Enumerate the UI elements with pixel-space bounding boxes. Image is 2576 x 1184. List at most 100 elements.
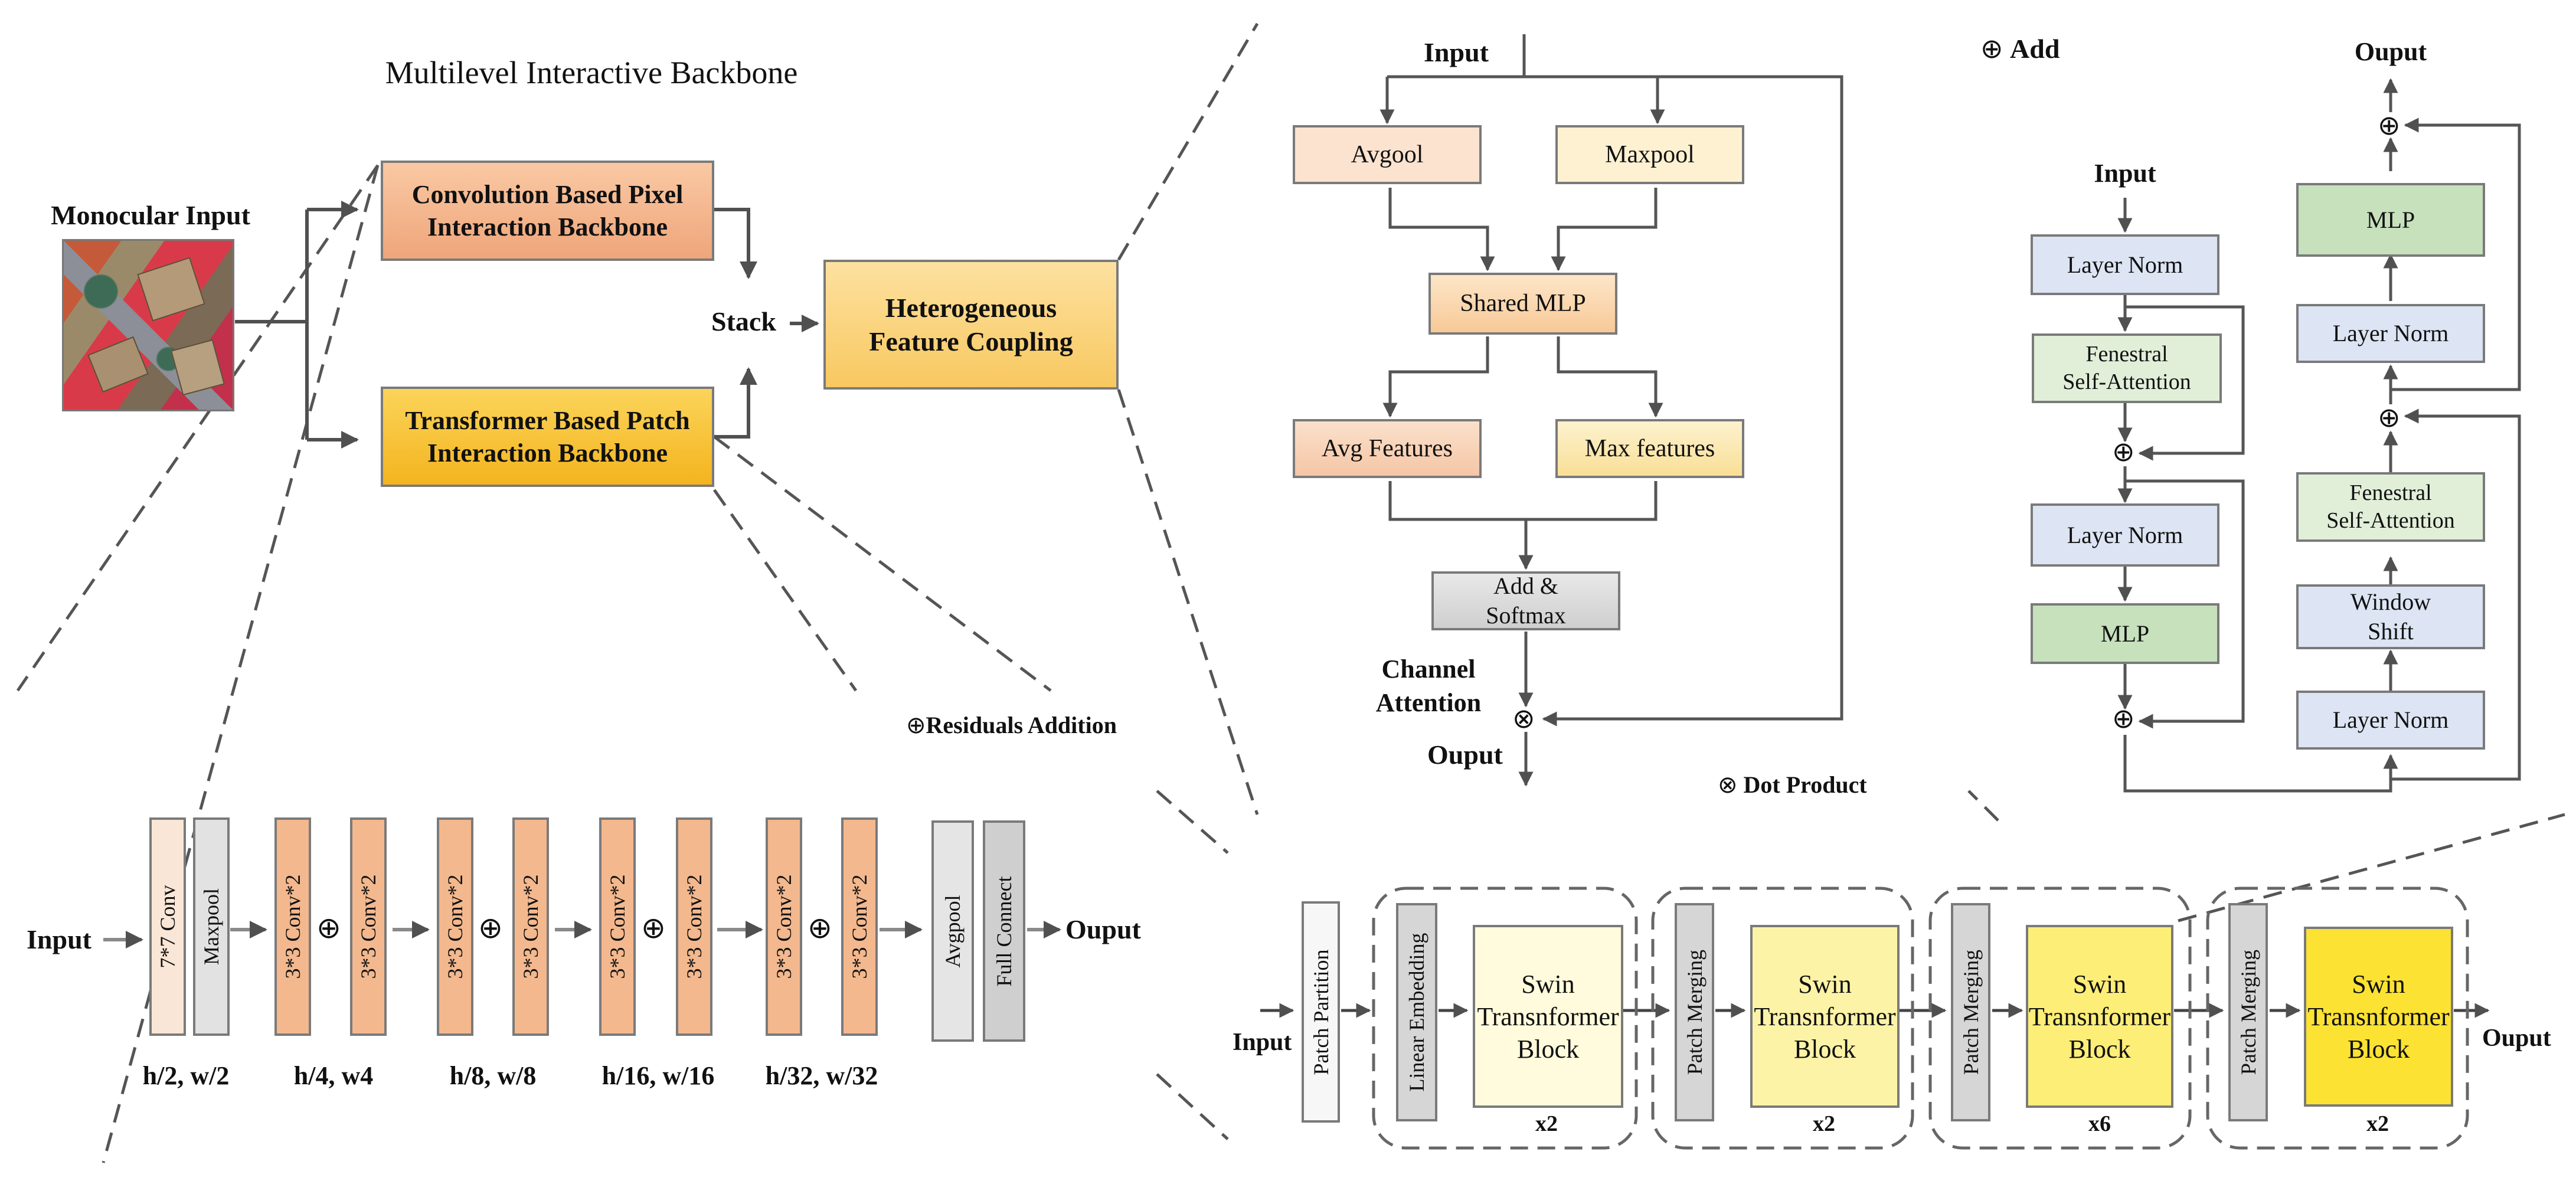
resolution-label-1: h/2, w/2 — [142, 1061, 230, 1090]
stem-conv-label: 7*7 Conv — [156, 885, 179, 969]
stem-maxpool-label: Maxpool — [200, 888, 223, 965]
residuals-icon: ⊕ — [906, 712, 926, 738]
full-connect-box: Full Connect — [983, 820, 1025, 1042]
residuals-legend-text: Residuals Addition — [926, 712, 1117, 738]
sb-left-layer-norm-1: Layer Norm — [2031, 234, 2219, 295]
resolution-label-4: h/16, w/16 — [601, 1061, 715, 1090]
conv-backbone-box: Convolution Based Pixel Interaction Back… — [381, 161, 714, 261]
sb-left-mlp: MLP — [2031, 603, 2219, 664]
resnet-output-label: Ouput — [1065, 914, 1141, 944]
channel-attention-label: Channel Attention — [1375, 655, 1482, 718]
maxpool-box: Maxpool — [1555, 125, 1744, 184]
stem-maxpool-box: Maxpool — [193, 817, 230, 1036]
dot-product-legend: ⊗ Dot Product — [1718, 771, 1867, 799]
channel-attention-connectors — [1379, 34, 1843, 787]
transformer-backbone-box: Transformer Based Patch Interaction Back… — [381, 387, 714, 487]
aerial-image — [62, 239, 234, 411]
add-legend-text: Add — [2010, 34, 2060, 64]
linear-embedding-label: Linear Embedding — [1405, 933, 1428, 1092]
roof-3 — [171, 339, 225, 396]
roof-1 — [137, 257, 205, 322]
sb-right-layer-norm-2: Layer Norm — [2296, 691, 2485, 750]
sb-left-layer-norm-2: Layer Norm — [2031, 503, 2219, 567]
conv-block-1a: 3*3 Conv*2 — [274, 817, 311, 1036]
residual-op-3: ⊕ — [641, 911, 666, 944]
residual-op-4: ⊕ — [808, 911, 832, 944]
avg-features-box: Avg Features — [1293, 419, 1482, 478]
conv-block-4a: 3*3 Conv*2 — [766, 817, 802, 1036]
monocular-input-label: Monocular Input — [51, 200, 250, 230]
resolution-label-5: h/32, w/32 — [765, 1061, 878, 1090]
patch-merging-box-2: Patch Merging — [1951, 903, 1990, 1121]
resnet-input-label: Input — [27, 924, 91, 954]
conv-block-1b-label: 3*3 Conv*2 — [357, 874, 380, 979]
sb-left-fenestral-attention: Fenestral Self-Attention — [2032, 333, 2222, 403]
stack-label: Stack — [711, 306, 776, 336]
sb-input-label: Input — [2094, 159, 2156, 188]
sb-output-label: Ouput — [2354, 37, 2427, 66]
patch-partition-box: Patch Partition — [1302, 901, 1340, 1123]
shared-mlp-box: Shared MLP — [1428, 273, 1617, 335]
resnet-connectors — [103, 921, 1061, 948]
patch-merging-label-2: Patch Merging — [1959, 949, 1983, 1075]
sb-add-op-4: ⊕ — [2378, 110, 2401, 140]
avgpool-head-box: Avgpool — [931, 820, 974, 1042]
patch-partition-label: Patch Partition — [1309, 949, 1333, 1075]
backbone-title: Multilevel Interactive Backbone — [385, 55, 798, 90]
sb-right-mlp: MLP — [2296, 183, 2485, 257]
repeat-stage-3: x6 — [2088, 1111, 2111, 1136]
sb-add-op-2: ⊕ — [2112, 704, 2135, 734]
conv-block-1b: 3*3 Conv*2 — [350, 817, 387, 1036]
backbone-connectors — [235, 201, 819, 449]
repeat-stage-4: x2 — [2366, 1111, 2389, 1136]
feature-coupling-box: Heterogeneous Feature Coupling — [823, 260, 1119, 390]
conv-block-3b: 3*3 Conv*2 — [676, 817, 712, 1036]
conv-block-4a-label: 3*3 Conv*2 — [772, 874, 796, 979]
swin-input-label: Input — [1233, 1029, 1292, 1056]
conv-block-4b: 3*3 Conv*2 — [841, 817, 878, 1036]
add-icon: ⊕ — [1980, 34, 2003, 64]
patch-merging-label-1: Patch Merging — [1682, 949, 1707, 1075]
patch-merging-box-3: Patch Merging — [2228, 903, 2268, 1121]
dot-product-icon: ⊗ — [1718, 771, 1738, 798]
conv-block-4b-label: 3*3 Conv*2 — [848, 874, 871, 979]
sb-right-layer-norm-1: Layer Norm — [2296, 304, 2485, 363]
conv-block-2a-label: 3*3 Conv*2 — [443, 874, 467, 979]
add-softmax-box: Add & Softmax — [1431, 571, 1620, 630]
resolution-label-3: h/8, w/8 — [449, 1061, 537, 1090]
avgpool-head-label: Avgpool — [941, 894, 965, 968]
max-features-box: Max features — [1555, 419, 1744, 478]
resolution-label-2: h/4, w4 — [293, 1061, 374, 1090]
swin-stage-frames — [1372, 887, 2469, 1150]
dot-product-op: ⊗ — [1512, 704, 1535, 734]
swin-block-stage-2: Swin Transnformer Block — [1750, 925, 1900, 1108]
linear-embedding-box: Linear Embedding — [1396, 903, 1437, 1121]
swin-block-stage-4: Swin Transnformer Block — [2304, 927, 2453, 1107]
roof-2 — [87, 336, 149, 393]
dot-product-legend-text: Dot Product — [1743, 771, 1867, 798]
patch-merging-label-3: Patch Merging — [2236, 949, 2260, 1075]
conv-block-3a: 3*3 Conv*2 — [599, 817, 636, 1036]
swin-block-stage-3: Swin Transnformer Block — [2026, 925, 2173, 1108]
conv-block-2a: 3*3 Conv*2 — [437, 817, 473, 1036]
swin-output-label: Ouput — [2482, 1025, 2551, 1052]
sb-right-window-shift: Window Shift — [2296, 584, 2485, 649]
residual-op-1: ⊕ — [316, 911, 341, 944]
sb-add-op-3: ⊕ — [2378, 403, 2401, 433]
patch-merging-box-1: Patch Merging — [1675, 903, 1714, 1121]
conv-block-1a-label: 3*3 Conv*2 — [281, 874, 305, 979]
conv-block-3a-label: 3*3 Conv*2 — [606, 874, 629, 979]
swin-block-connectors — [2117, 78, 2521, 793]
residuals-legend: ⊕Residuals Addition — [906, 711, 1117, 739]
conv-block-3b-label: 3*3 Conv*2 — [682, 874, 706, 979]
stem-conv-box: 7*7 Conv — [149, 817, 186, 1036]
repeat-stage-2: x2 — [1813, 1111, 1835, 1136]
avgpool-box: Avgool — [1293, 125, 1482, 184]
full-connect-label: Full Connect — [992, 876, 1016, 986]
sb-add-op-1: ⊕ — [2112, 437, 2135, 467]
residual-op-2: ⊕ — [478, 911, 503, 944]
ca-input-label: Input — [1424, 37, 1489, 67]
sb-right-fenestral-attention: Fenestral Self-Attention — [2296, 472, 2485, 542]
ca-output-label: Ouput — [1427, 740, 1503, 770]
